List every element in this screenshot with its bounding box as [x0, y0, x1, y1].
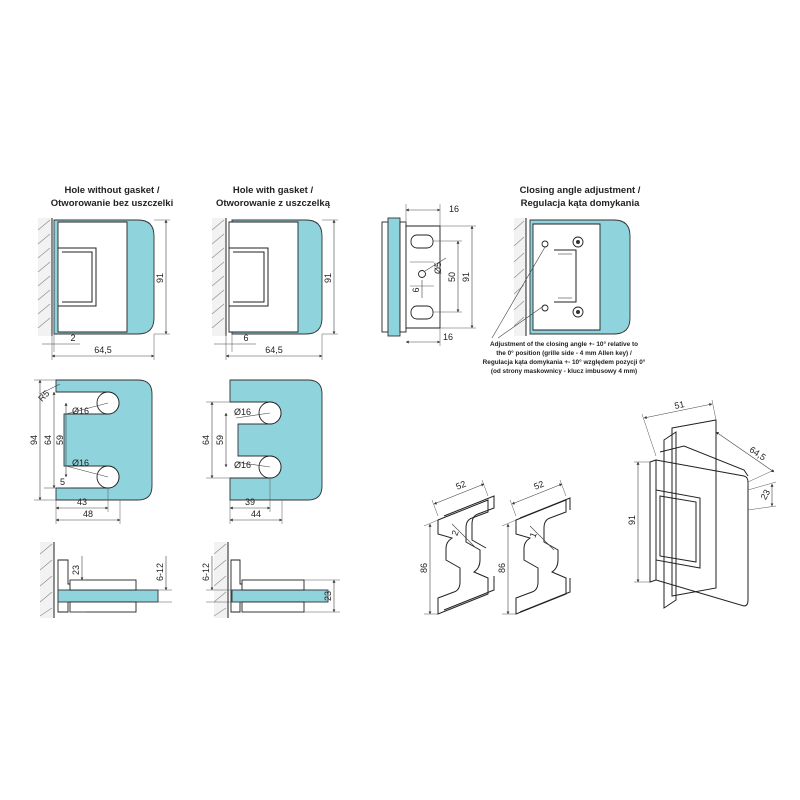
section-left: 23 6-12 — [39, 542, 172, 618]
isometric-hinge: 51 64,5 23 91 — [627, 399, 777, 609]
dim-radius: R5 — [36, 388, 51, 403]
dim-d2: Ø16 — [72, 458, 89, 468]
section-middle: 6-12 23 — [201, 542, 340, 618]
dim-glass: 6-12 — [155, 563, 165, 581]
heading-line-1: Hole without gasket / — [64, 185, 159, 196]
dim-offset: 5 — [60, 477, 65, 487]
hinge-body — [532, 223, 601, 331]
adjust-screw-top — [541, 240, 549, 248]
glass-shape — [229, 379, 323, 501]
adjust-screw-bottom — [541, 304, 549, 312]
side-glass — [387, 217, 401, 337]
side-plate-outer — [381, 221, 389, 333]
dim-hole: Ø5 — [433, 262, 443, 274]
dim-thick: 23 — [71, 565, 81, 575]
heading-line-1: Closing angle adjustment / — [520, 185, 641, 196]
heading-line-1: Hole with gasket / — [233, 185, 314, 196]
wall — [38, 218, 52, 336]
top-left-view: 91 2 64,5 — [37, 218, 170, 360]
heading-closing-angle: Closing angle adjustment / Regulacja kąt… — [520, 185, 641, 209]
dim-w1: 39 — [245, 497, 255, 507]
dim-bottom: 16 — [443, 332, 453, 342]
note-line-3: Regulacja kąta domykania +- 10° względem… — [483, 358, 646, 366]
glass-section — [57, 589, 159, 603]
glass-cutout-left: R5 94 64 59 Ø16 Ø16 5 43 48 — [29, 379, 153, 524]
gasket-a: 52 86 2 — [419, 479, 495, 615]
dim-depth: 64,5 — [748, 444, 768, 462]
glass-section — [231, 589, 329, 603]
dim-width: 51 — [673, 399, 685, 411]
dim-offset: 2 — [70, 333, 75, 343]
dim-outer: 64 — [201, 435, 211, 445]
dim-top: 16 — [449, 204, 459, 214]
dim-inner2: 59 — [55, 435, 65, 445]
slot-top — [410, 234, 434, 249]
glass-cutout-middle: 64 59 Ø16 Ø16 39 44 — [201, 379, 323, 524]
dim-gap: 1 — [528, 531, 539, 539]
dim-height: 91 — [627, 515, 637, 525]
dim-glass: 6-12 — [201, 563, 211, 581]
heading-line-2: Otworowanie bez uszczelki — [51, 198, 173, 209]
front-plate — [655, 459, 749, 607]
dim-w2: 44 — [251, 509, 261, 519]
dim-height: 86 — [419, 563, 429, 573]
wall — [212, 218, 226, 336]
clamp-bottom — [241, 601, 305, 613]
wall — [514, 218, 526, 336]
dim-height: 86 — [497, 563, 507, 573]
dim-thick: 23 — [323, 591, 333, 601]
dim-offset: 6 — [243, 333, 248, 343]
dim-height: 91 — [323, 273, 333, 283]
dim-w2: 48 — [83, 509, 93, 519]
heading-hole-without-gasket: Hole without gasket / Otworowanie bez us… — [51, 185, 173, 209]
gasket-b: 52 86 1 — [497, 479, 571, 615]
heading-line-2: Regulacja kąta domykania — [521, 198, 641, 209]
side-view: 16 16 Ø5 6 50 91 — [381, 204, 476, 346]
dim-d1: Ø16 — [72, 406, 89, 416]
dim-outer: 94 — [29, 435, 39, 445]
heading-hole-with-gasket: Hole with gasket / Otworowanie z uszczel… — [216, 185, 331, 209]
adjustment-note: Adjustment of the closing angle +- 10° r… — [483, 340, 646, 375]
dim-d2: Ø16 — [234, 460, 251, 470]
note-line-2: the 0° position (grille side - 4 mm Alle… — [496, 349, 632, 357]
hinge-leaf — [655, 489, 701, 569]
note-line-1: Adjustment of the closing angle +- 10° r… — [490, 340, 638, 348]
dim-height: 91 — [155, 273, 165, 283]
dim-thickness: 23 — [759, 488, 773, 502]
dim-width: 52 — [532, 479, 545, 492]
dim-width: 64,5 — [94, 345, 112, 355]
clamp-bottom — [69, 601, 137, 613]
note-line-4: (od strony maskownicy - klucz imbusowy 4… — [491, 368, 637, 375]
back-plate — [671, 419, 717, 597]
dim-w1: 43 — [77, 497, 87, 507]
clamp-top — [69, 579, 137, 591]
dim-inner: 64 — [43, 435, 53, 445]
gasket-outline — [437, 499, 489, 615]
heading-line-2: Otworowanie z uszczelką — [216, 198, 331, 209]
dim-outer: 91 — [461, 272, 471, 282]
clamp-top — [241, 579, 305, 591]
dim-slot: 6 — [411, 287, 421, 292]
top-middle-view: 91 6 64,5 — [211, 218, 338, 360]
dim-width: 52 — [454, 479, 467, 492]
slot-bottom — [410, 305, 434, 320]
dim-d1: Ø16 — [234, 407, 251, 417]
dim-inner: 59 — [215, 435, 225, 445]
side-plate-inner — [399, 221, 407, 333]
dim-inner: 50 — [447, 272, 457, 282]
hole — [418, 270, 426, 278]
dim-width: 64,5 — [265, 345, 283, 355]
dim-gap: 2 — [450, 529, 461, 537]
closing-angle-view: Adjustment of the closing angle +- 10° r… — [483, 218, 646, 375]
